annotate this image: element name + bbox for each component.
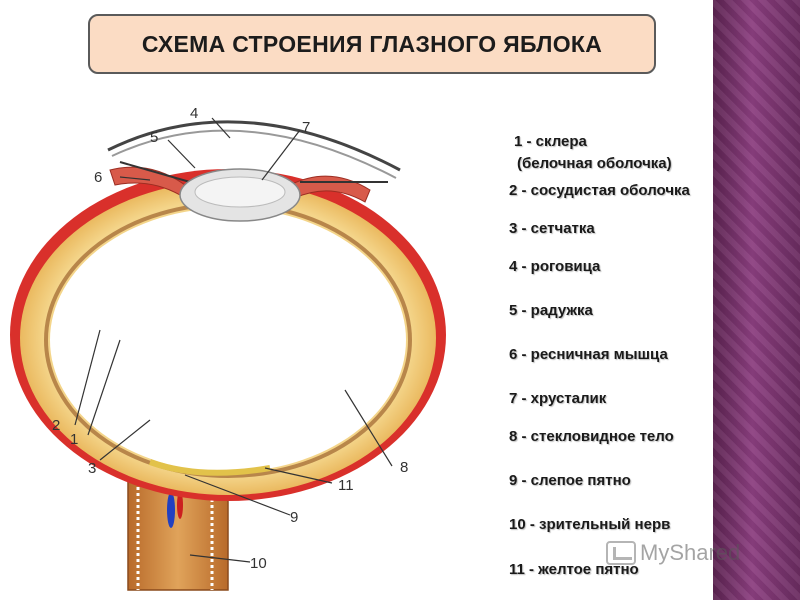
title-box: СХЕМА СТРОЕНИЯ ГЛАЗНОГО ЯБЛОКА [88,14,656,74]
label-2: 2 [52,417,60,434]
iris-left [119,161,191,183]
legend-item-7: 7 - хрусталик [509,390,607,407]
central-artery [177,491,183,519]
legend-item-8: 8 - стекловидное тело [509,428,674,445]
label-10: 10 [250,555,267,572]
label-1: 1 [70,431,78,448]
decorative-side-band [713,0,800,600]
label-4: 4 [190,105,198,122]
label-8: 8 [400,459,408,476]
legend-item-6: 6 - ресничная мышца [509,346,668,363]
label-3: 3 [88,460,96,477]
vitreous-body [50,208,406,472]
cornea [107,120,401,172]
legend-item-10: 10 - зрительный нерв [509,516,671,533]
legend-item-4: 4 - роговица [509,258,601,275]
leader-lines [74,117,393,563]
legend-item-2: 2 - сосудистая оболочка [509,182,690,199]
macula [148,459,271,476]
label-7: 7 [302,119,310,136]
eyeball-diagram: 1 2 3 4 5 6 7 8 9 10 11 [0,90,480,600]
page-title: СХЕМА СТРОЕНИЯ ГЛАЗНОГО ЯБЛОКА [141,30,603,57]
legend: 1 - склера (белочная оболочка) 2 - сосуд… [509,0,719,600]
watermark: MyShared [606,538,740,568]
legend-item-1-detail: (белочная оболочка) [517,155,672,172]
anterior-cutout [90,90,400,150]
label-6: 6 [94,169,102,186]
label-11: 11 [338,477,354,494]
label-5: 5 [150,129,158,146]
central-vein [167,492,175,528]
legend-item-9: 9 - слепое пятно [509,472,631,489]
lens-core [194,176,286,208]
legend-item-3: 3 - сетчатка [509,220,595,237]
cornea-inner [111,129,397,179]
legend-item-11: 11 - желтое пятно [509,561,639,578]
chart-icon [606,541,636,565]
legend-item-5: 5 - радужка [509,302,593,319]
legend-item-1: 1 - склера [514,133,587,150]
label-9: 9 [290,509,298,526]
watermark-text: MyShared [640,540,741,565]
eyeball-svg: 1 2 3 4 5 6 7 8 9 10 11 [10,90,446,591]
